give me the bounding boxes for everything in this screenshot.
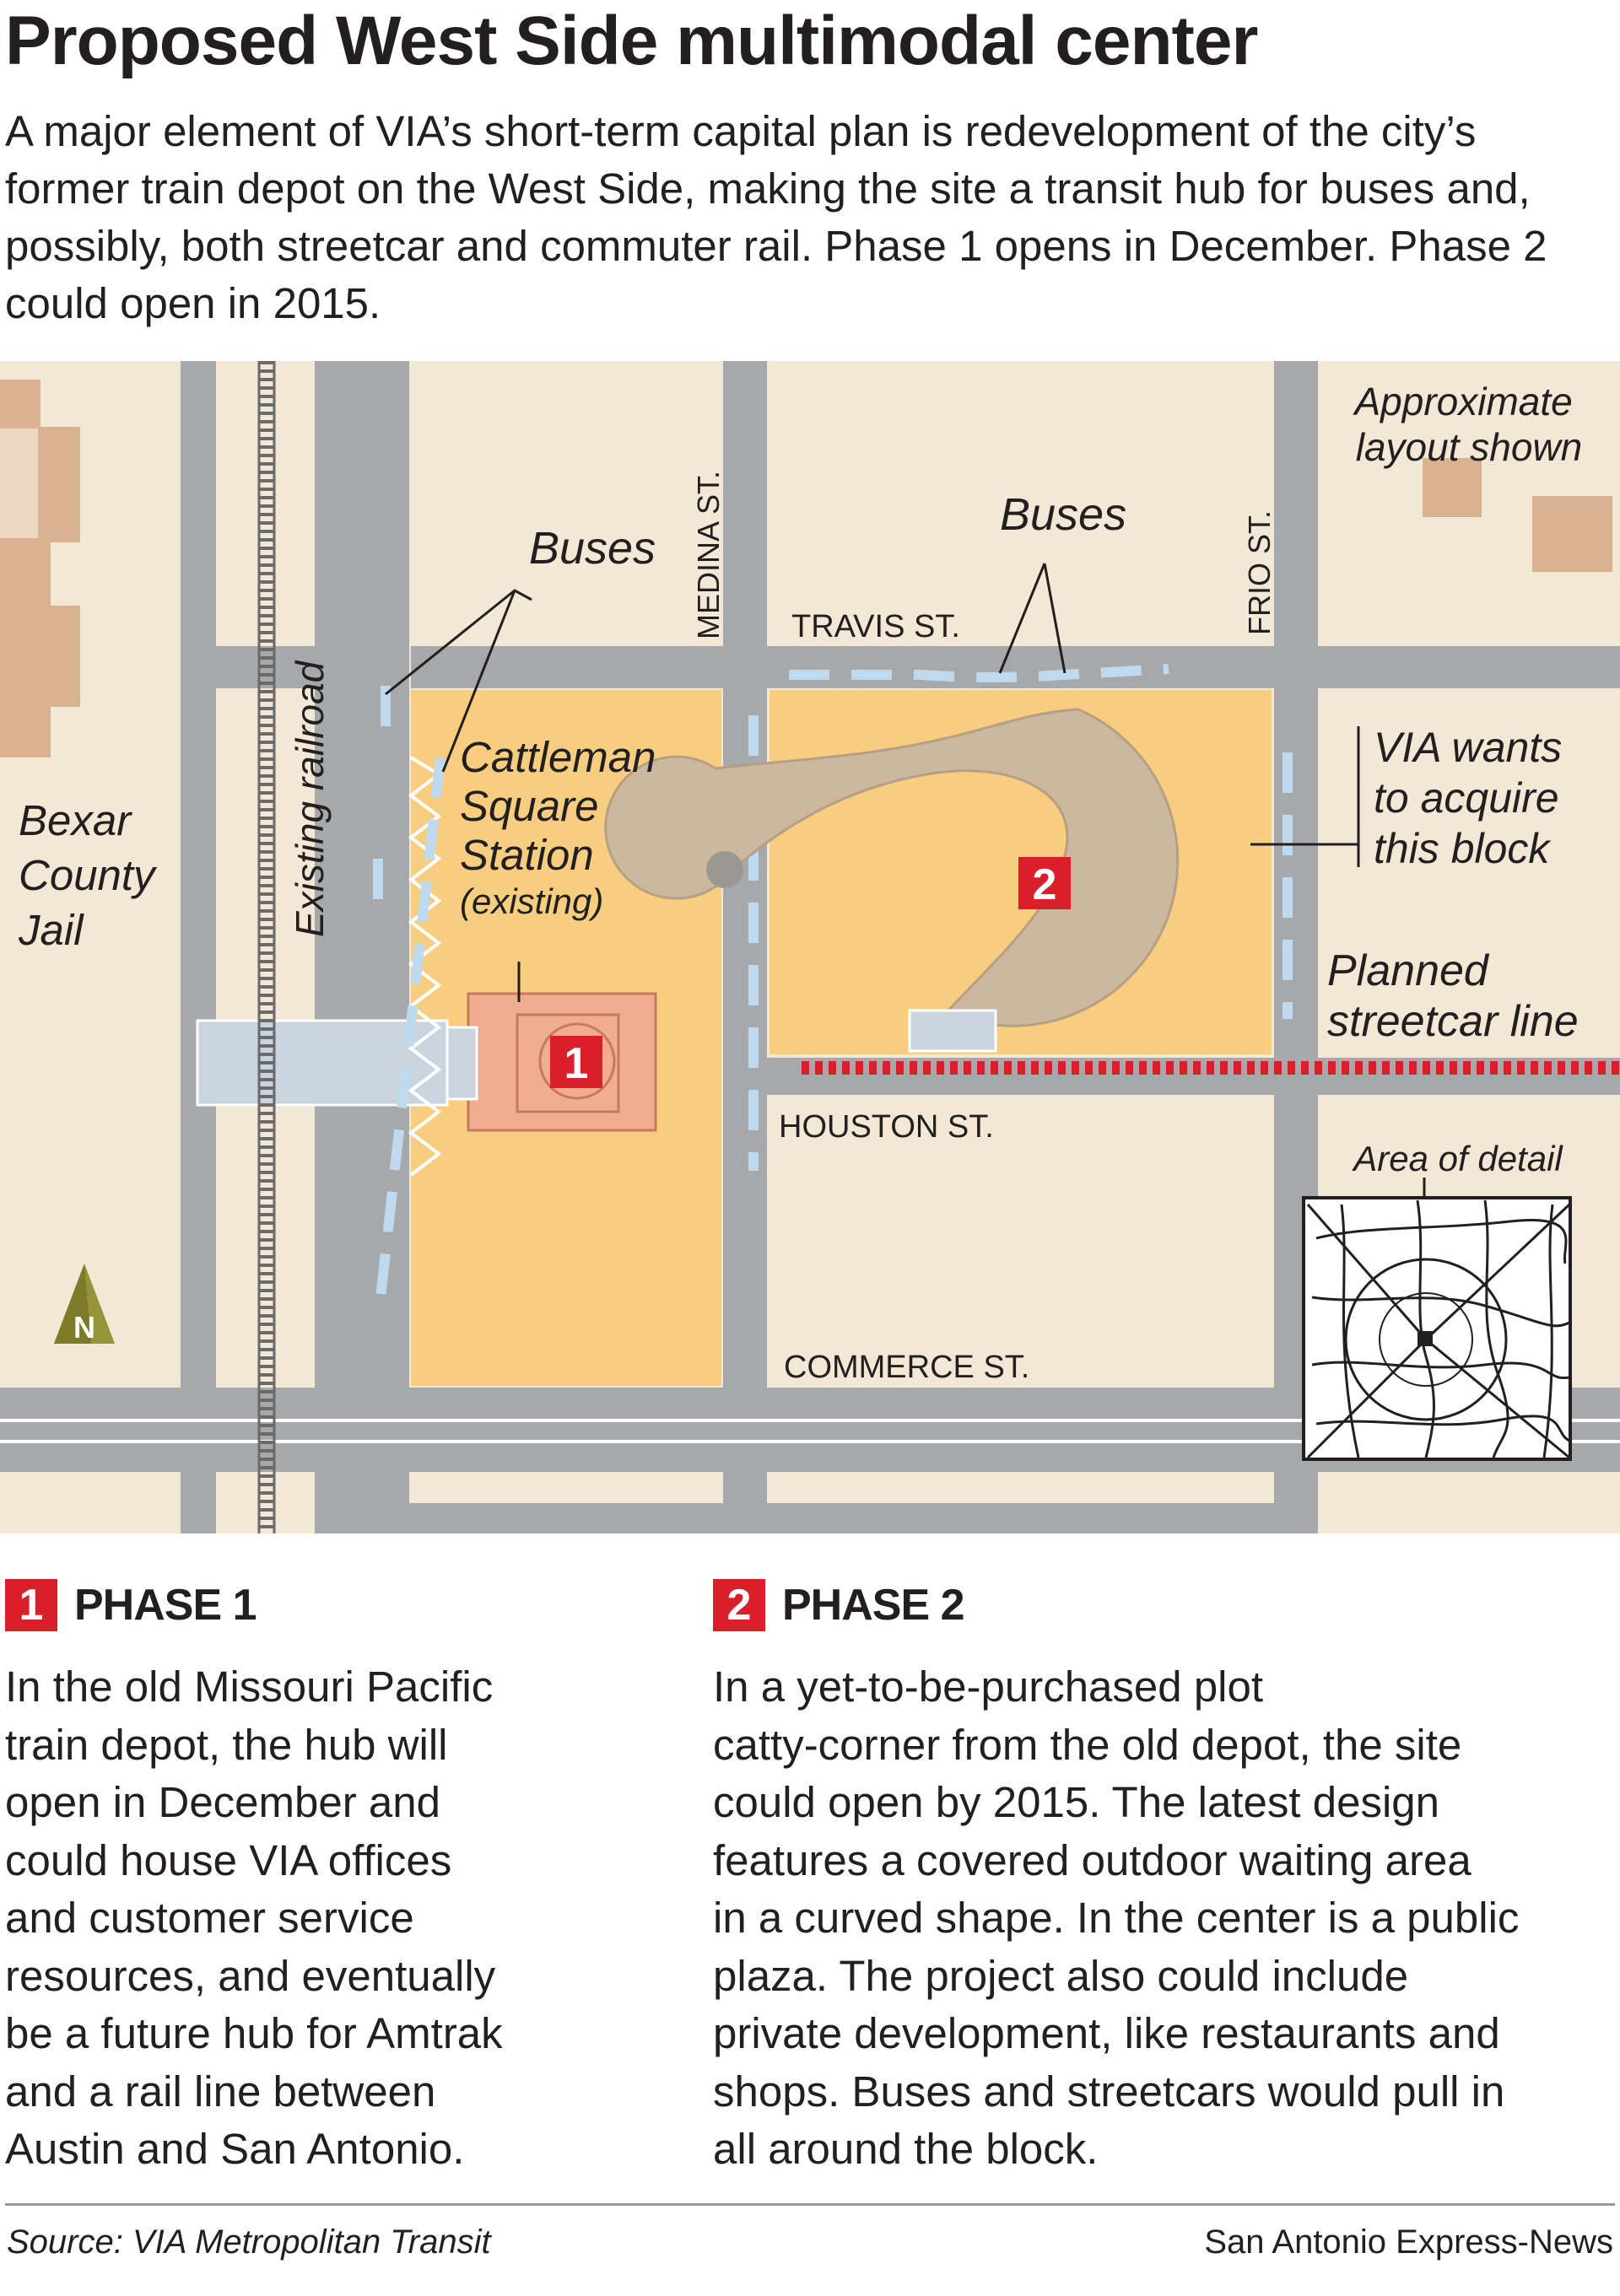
frio-street-label: FRIO ST.	[1242, 510, 1277, 635]
site-map: 1 2 N MEDINA ST. FRIO ST. TRAVIS ST. HOU…	[0, 361, 1620, 1533]
phase-1-title: PHASE 1	[74, 1581, 257, 1630]
phase-1-badge: 1	[5, 1579, 57, 1631]
existing-railroad	[257, 361, 276, 1533]
road-depot-upper	[315, 361, 409, 1533]
phase-2-plaza	[706, 851, 743, 888]
phase-1-marker	[550, 1036, 602, 1088]
intro-paragraph: A major element of VIA’s short-term capi…	[5, 107, 1547, 327]
page-title: Proposed West Side multimodal center	[5, 3, 1258, 79]
jail-courtyard	[0, 428, 38, 538]
phase-2-badge: 2	[713, 1579, 765, 1631]
north-label: N	[73, 1310, 95, 1345]
area-of-detail-inset	[1302, 1196, 1572, 1461]
source-credit: Source: VIA Metropolitan Transit	[7, 2223, 491, 2261]
depot-canopy-end	[446, 1026, 478, 1101]
medina-street-label: MEDINA ST.	[691, 471, 726, 639]
buses-label-left: Buses	[529, 523, 656, 574]
jail-label: Bexar County Jail	[18, 796, 167, 954]
travis-street-label: TRAVIS ST.	[791, 609, 960, 644]
medina-street	[723, 361, 767, 1533]
approx-layout-label: Approximate layout shown	[1352, 380, 1583, 469]
phase-2-marker-label: 2	[1033, 860, 1057, 909]
building-top-right	[1423, 458, 1482, 517]
phase-2-structure	[908, 1009, 997, 1053]
area-of-detail-label: Area of detail	[1351, 1139, 1563, 1178]
phase-1-circle	[538, 1022, 616, 1100]
streetcar-label: Planned streetcar line	[1327, 946, 1579, 1046]
phase-1-marker-label: 1	[564, 1039, 589, 1088]
leader-lines	[385, 563, 1426, 1206]
phase-2-title: PHASE 2	[782, 1581, 965, 1630]
phase-1-heading: 1 PHASE 1	[5, 1579, 257, 1631]
station-label: Cattleman Square Station (existing)	[460, 733, 668, 921]
building-top-right	[1532, 496, 1612, 572]
road-west-vertical	[181, 361, 216, 1533]
phase-1-description: In the old Missouri Pacific train depot,…	[5, 1663, 503, 2173]
phase-2-canopy	[604, 708, 1180, 1027]
via-acquire-label: VIA wants to acquire this block	[1374, 724, 1574, 872]
phase-2-marker	[1018, 857, 1071, 909]
north-arrow: N	[54, 1264, 115, 1345]
phase-1-inner	[516, 1013, 620, 1113]
roads	[0, 361, 1620, 1533]
road-bottom	[397, 1503, 1318, 1533]
commerce-street-label: COMMERCE ST.	[784, 1350, 1029, 1385]
footer-divider	[5, 2203, 1615, 2206]
phase-2-heading: 2 PHASE 2	[713, 1579, 965, 1631]
houston-street-label: HOUSTON ST.	[779, 1109, 994, 1145]
phase-2-description: In a yet-to-be-purchased plot catty-corn…	[713, 1663, 1520, 2173]
buses-label-right: Buses	[1000, 489, 1126, 540]
publisher-credit: San Antonio Express-News	[1204, 2223, 1613, 2261]
railroad-label: Existing railroad	[288, 660, 332, 937]
